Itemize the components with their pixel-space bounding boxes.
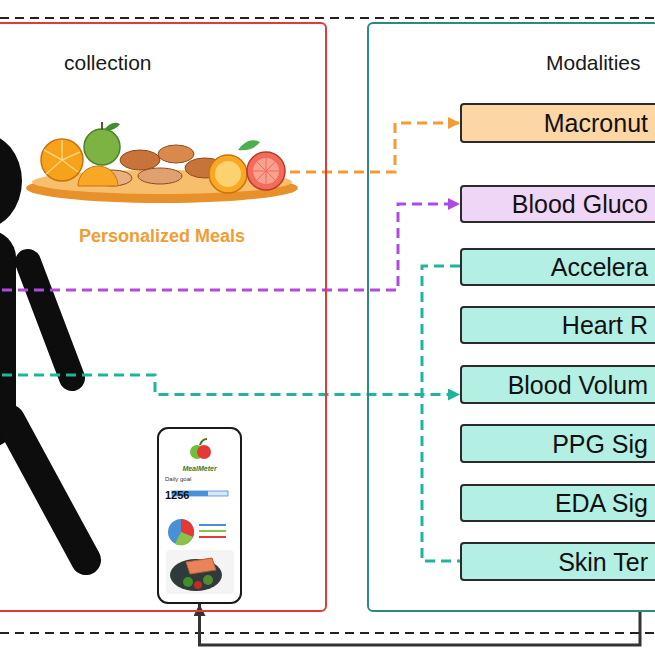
app-text: MealMeter <box>165 465 234 473</box>
phone-screen-part <box>199 536 226 538</box>
stick-figure-part <box>0 133 22 229</box>
meal-plate-part <box>209 155 247 193</box>
modality-name: Blood Gluco <box>512 189 648 219</box>
modality-box: Blood Gluco <box>460 185 655 223</box>
phone-screen-part <box>186 558 216 574</box>
outer-frame-part <box>0 632 655 634</box>
meal-caption: Personalized Meals <box>62 226 262 247</box>
phone-screen-part <box>194 581 202 589</box>
modality-name: Accelera <box>551 252 648 282</box>
phone-screen-part <box>197 445 211 459</box>
dashed-arrow <box>2 375 460 395</box>
app-text: 1256 <box>165 489 234 502</box>
modality-box: Heart R <box>460 306 655 344</box>
outer-frame-part <box>0 17 655 19</box>
stick-figure-part <box>10 420 86 560</box>
meal-plate-part <box>78 166 118 186</box>
collection-panel: collectionMealMeterDaily goal 1256 <box>0 22 327 612</box>
phone-screen-part <box>200 439 207 445</box>
meal-plate <box>26 122 298 203</box>
meal-plate-part <box>41 139 83 181</box>
meal-plate-part <box>253 158 279 184</box>
meal-plate-part <box>84 129 120 165</box>
modality-name: PPG Sig <box>552 429 648 459</box>
modality-name: Skin Ter <box>558 547 648 577</box>
modality-box: Macronut <box>460 103 655 143</box>
meal-plate-part <box>238 140 260 150</box>
phone-screen-part <box>199 530 226 532</box>
modality-box: EDA Sig <box>460 484 655 522</box>
modalities-panel: ModalitiesMacronutBlood GlucoAcceleraHea… <box>367 22 655 612</box>
modality-box: PPG Sig <box>460 424 655 463</box>
phone-screen-part <box>159 429 240 602</box>
meal-plate-part <box>101 122 103 130</box>
dashed-arrow <box>2 204 460 290</box>
stick-figure-part <box>28 262 72 378</box>
meal-plate-part <box>215 161 241 187</box>
phone-screen-part <box>199 524 226 526</box>
phone-screen-part <box>168 519 194 545</box>
modality-box: Accelera <box>460 248 655 286</box>
sensor-bracket <box>422 266 460 561</box>
phone-app: MealMeterDaily goal 1256 <box>157 427 242 604</box>
phone-screen-part <box>170 559 222 591</box>
dashed-arrow <box>290 123 460 172</box>
panel-title: Modalities <box>546 50 655 75</box>
meal-plate-part <box>253 158 279 184</box>
meal-plate-part <box>158 145 194 163</box>
panel-title: collection <box>64 50 325 75</box>
modality-name: Heart R <box>562 310 648 340</box>
meal-plate-part <box>44 140 80 174</box>
meal-plate-part <box>120 150 160 170</box>
phone-screen-part <box>175 532 193 545</box>
modality-box: Skin Ter <box>460 542 655 581</box>
phone-screen <box>159 429 240 602</box>
modality-name: EDA Sig <box>555 488 648 518</box>
meal-plate-part <box>104 123 120 131</box>
app-text: Daily goal <box>165 476 234 483</box>
modality-name: Blood Volum <box>508 370 648 400</box>
modality-name: Macronut <box>544 108 648 138</box>
phone-screen-part <box>166 550 234 594</box>
phone-screen-part <box>183 577 193 587</box>
meal-plate-part <box>138 168 182 184</box>
meal-plate-part <box>247 152 285 190</box>
modality-box: Blood Volum <box>460 365 655 404</box>
phone-screen-part <box>203 575 213 585</box>
